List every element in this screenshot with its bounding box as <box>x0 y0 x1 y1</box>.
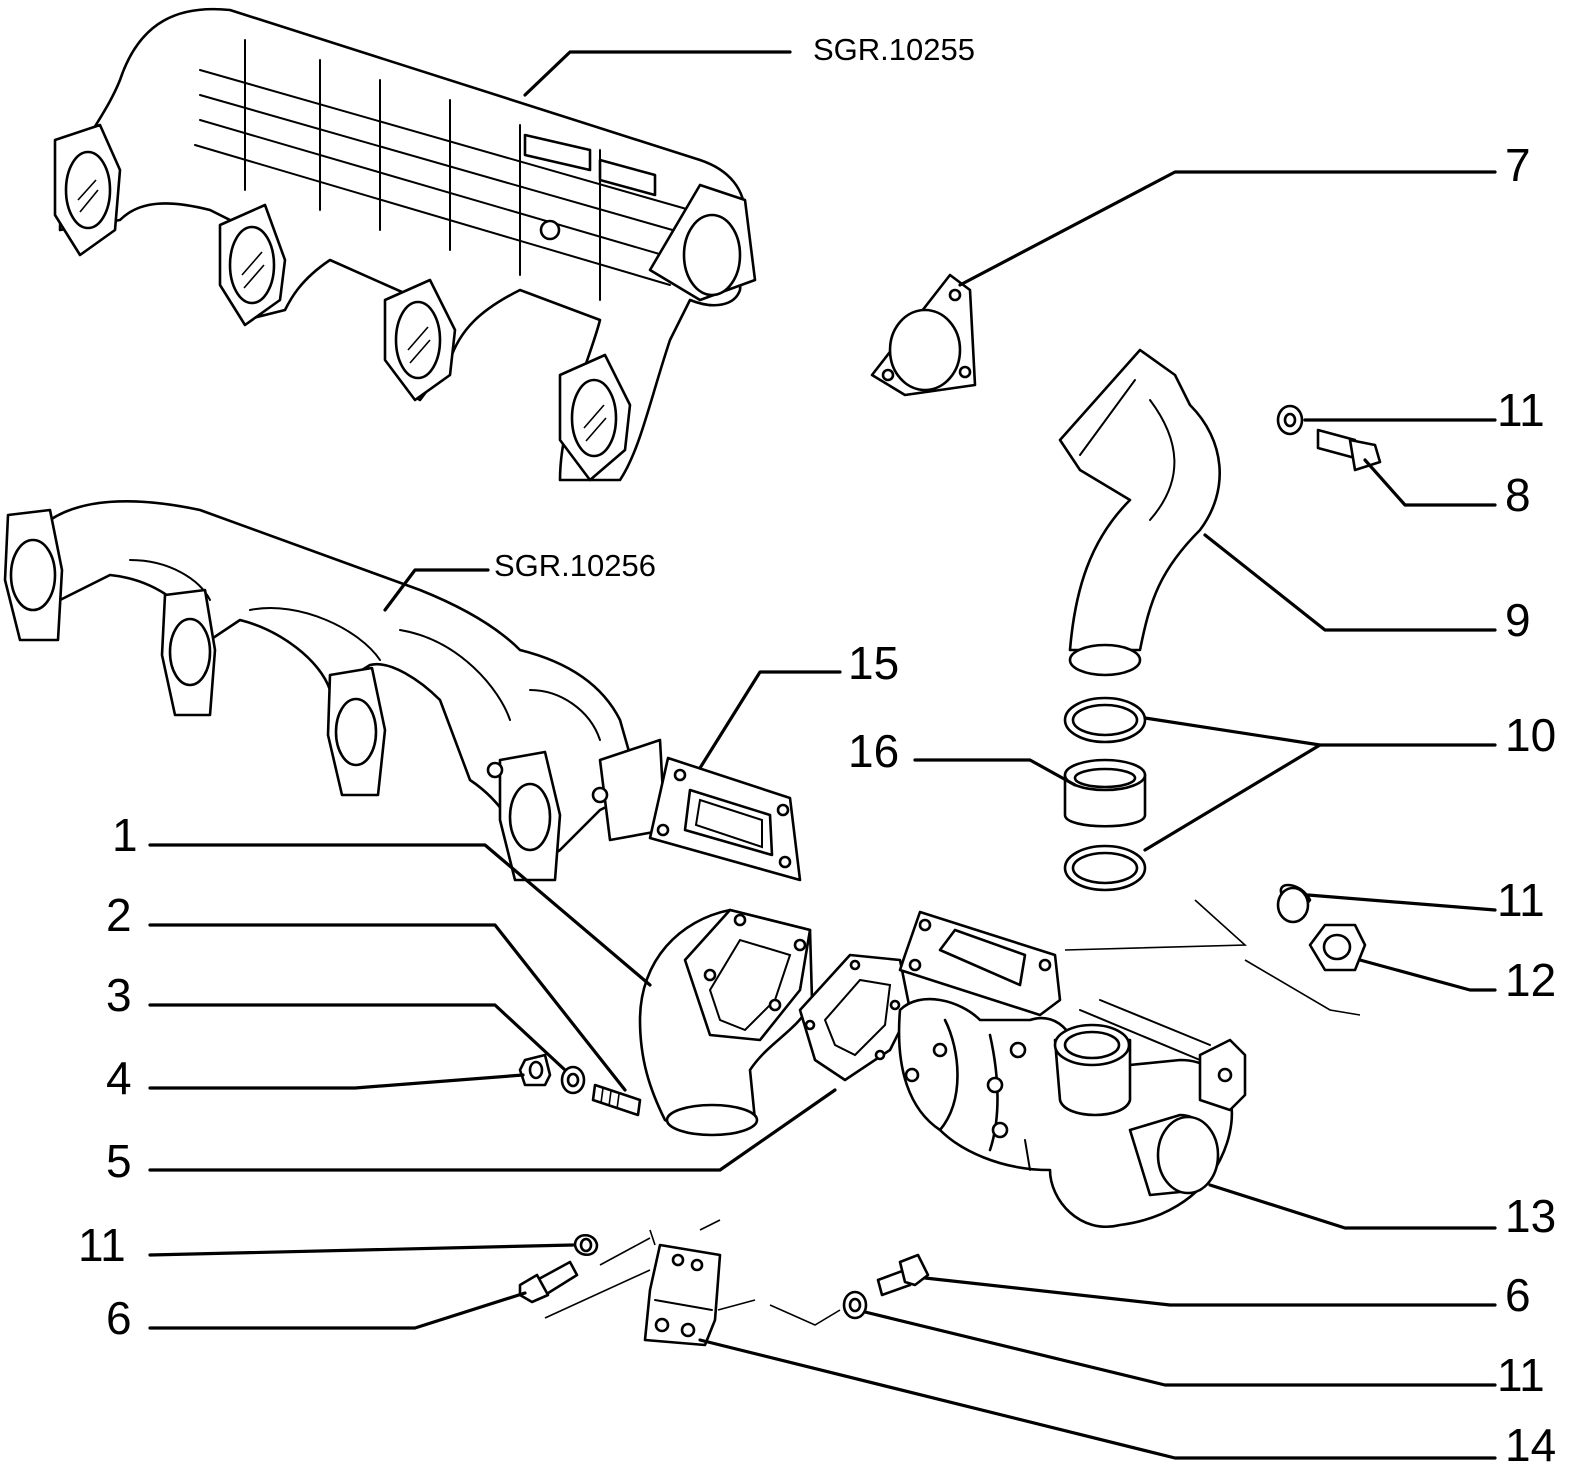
washer-11-mid <box>1276 883 1312 924</box>
callout-11-bottom: 11 <box>1497 1349 1545 1401</box>
callout-6-right: 6 <box>1505 1269 1531 1321</box>
callout-11-left: 11 <box>78 1219 126 1271</box>
seal-ring-10-upper <box>1063 696 1147 744</box>
callout-12: 12 <box>1505 954 1557 1006</box>
callout-16: 16 <box>848 725 900 777</box>
callout-3: 3 <box>106 969 132 1021</box>
lower-exhaust-manifold <box>3 499 667 882</box>
callout-10: 10 <box>1505 709 1557 761</box>
turbocharger-13 <box>897 910 1247 1228</box>
outlet-elbow-1 <box>638 908 814 1137</box>
bracket-14 <box>643 1219 722 1347</box>
nut-12 <box>1308 923 1367 972</box>
washer-11-top <box>1276 404 1304 436</box>
callout-11-mid: 11 <box>1497 874 1545 926</box>
callout-7: 7 <box>1505 139 1531 191</box>
bolt-8 <box>1316 428 1382 472</box>
gasket-5 <box>798 953 912 1082</box>
callout-11-top: 11 <box>1497 384 1545 436</box>
callout-13: 13 <box>1505 1190 1557 1242</box>
callout-1: 1 <box>112 809 138 861</box>
reference-sgr-10256: SGR.10256 <box>494 548 656 583</box>
bolt-6-right <box>876 1253 930 1297</box>
reference-sgr-10255: SGR.10255 <box>813 32 975 67</box>
elbow-pipe-9 <box>1058 348 1221 677</box>
nut-4 <box>518 1053 552 1087</box>
flange-gasket-7 <box>870 273 977 397</box>
washer-11-left <box>573 1233 599 1257</box>
callout-6-left: 6 <box>106 1292 132 1344</box>
washer-3 <box>560 1065 586 1095</box>
sleeve-16 <box>1063 758 1147 828</box>
upper-exhaust-manifold <box>53 7 757 482</box>
callout-8: 8 <box>1505 469 1531 521</box>
callout-9: 9 <box>1505 594 1531 646</box>
callout-15: 15 <box>848 637 900 689</box>
stud-2 <box>591 1083 642 1117</box>
callout-14: 14 <box>1505 1419 1557 1471</box>
callout-4: 4 <box>106 1052 132 1104</box>
seal-ring-10-lower <box>1063 844 1147 892</box>
callout-2: 2 <box>106 889 132 941</box>
bolt-6-left <box>518 1260 579 1304</box>
callout-5: 5 <box>106 1135 132 1187</box>
washer-11-bottom <box>842 1290 868 1320</box>
gasket-15 <box>648 756 802 882</box>
